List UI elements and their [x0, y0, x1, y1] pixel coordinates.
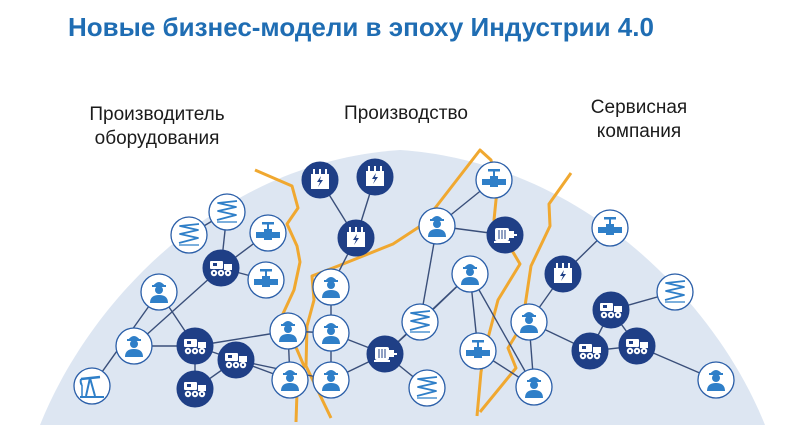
network-node	[337, 219, 375, 257]
network-node	[176, 327, 214, 365]
network-node	[73, 367, 111, 405]
slide-title: Новые бизнес-модели в эпоху Индустрии 4.…	[68, 12, 654, 42]
worker-icon	[461, 264, 479, 285]
heading-production: Производство	[320, 102, 492, 126]
network-node	[366, 335, 404, 373]
network-node	[592, 291, 630, 329]
worker-icon	[279, 321, 297, 342]
transformer-icon	[347, 227, 365, 247]
pump-jack-icon	[79, 375, 104, 398]
heading-line: оборудования	[94, 128, 220, 149]
network-node	[140, 273, 178, 311]
spring-icon	[416, 376, 438, 399]
network-nodes	[73, 158, 735, 408]
worker-icon	[125, 336, 143, 357]
truck-icon	[225, 353, 247, 369]
heading-service-company: Сервисная компания	[560, 96, 718, 144]
truck-icon	[184, 339, 206, 355]
node-circle	[208, 193, 246, 231]
network-node	[459, 332, 497, 370]
worker-icon	[322, 277, 340, 298]
spring-icon	[409, 310, 431, 333]
network-node	[202, 249, 240, 287]
motor-icon	[494, 228, 517, 243]
transformer-icon	[311, 169, 329, 189]
worker-icon	[428, 216, 446, 237]
node-circle	[656, 273, 694, 311]
valve-icon	[482, 169, 506, 187]
truck-icon	[210, 261, 232, 277]
node-circle	[408, 369, 446, 407]
node-circle	[401, 303, 439, 341]
network-node	[618, 327, 656, 365]
worker-icon	[707, 370, 725, 391]
network-edge	[133, 267, 222, 347]
worker-icon	[520, 312, 538, 333]
network-node	[249, 214, 287, 252]
truck-icon	[600, 303, 622, 319]
network-node	[301, 161, 339, 199]
motor-icon	[374, 347, 397, 362]
worker-icon	[525, 377, 543, 398]
network-node	[408, 369, 446, 407]
network-node	[451, 255, 489, 293]
network-node	[247, 261, 285, 299]
valve-icon	[256, 222, 280, 240]
network-node	[356, 158, 394, 196]
network-node	[486, 216, 524, 254]
network-node	[312, 268, 350, 306]
heading-line: Сервисная	[590, 97, 688, 118]
node-circle	[170, 216, 208, 254]
truck-icon	[184, 382, 206, 398]
network-node	[176, 370, 214, 408]
truck-icon	[626, 339, 648, 355]
truck-icon	[579, 344, 601, 360]
network-node	[571, 332, 609, 370]
network-edge	[469, 273, 535, 388]
network-node	[544, 255, 582, 293]
worker-icon	[322, 323, 340, 344]
heading-line: компания	[596, 121, 682, 142]
network-node	[475, 161, 513, 199]
spring-icon	[178, 223, 200, 246]
network-node	[401, 303, 439, 341]
network-node	[418, 207, 456, 245]
heading-line: Производитель	[89, 104, 225, 125]
spring-icon	[216, 200, 238, 223]
network-node	[591, 209, 629, 247]
network-node	[515, 368, 553, 406]
network-node	[217, 341, 255, 379]
network-node	[115, 327, 153, 365]
network-node	[510, 303, 548, 341]
network-node	[269, 312, 307, 350]
valve-icon	[466, 340, 490, 358]
network-node	[271, 361, 309, 399]
transformer-icon	[366, 166, 384, 186]
network-node	[697, 361, 735, 399]
network-node	[656, 273, 694, 311]
heading-line: Производство	[344, 103, 468, 124]
heading-equipment-maker: Производитель оборудования	[62, 103, 252, 151]
network-node	[208, 193, 246, 231]
network-node	[312, 314, 350, 352]
spring-icon	[664, 280, 686, 303]
boundary-line-middle	[304, 148, 522, 419]
network-node	[170, 216, 208, 254]
valve-icon	[254, 269, 278, 287]
valve-icon	[598, 217, 622, 235]
worker-icon	[150, 282, 168, 303]
worker-icon	[322, 370, 340, 391]
worker-icon	[281, 370, 299, 391]
network-node	[312, 361, 350, 399]
transformer-icon	[554, 263, 572, 283]
